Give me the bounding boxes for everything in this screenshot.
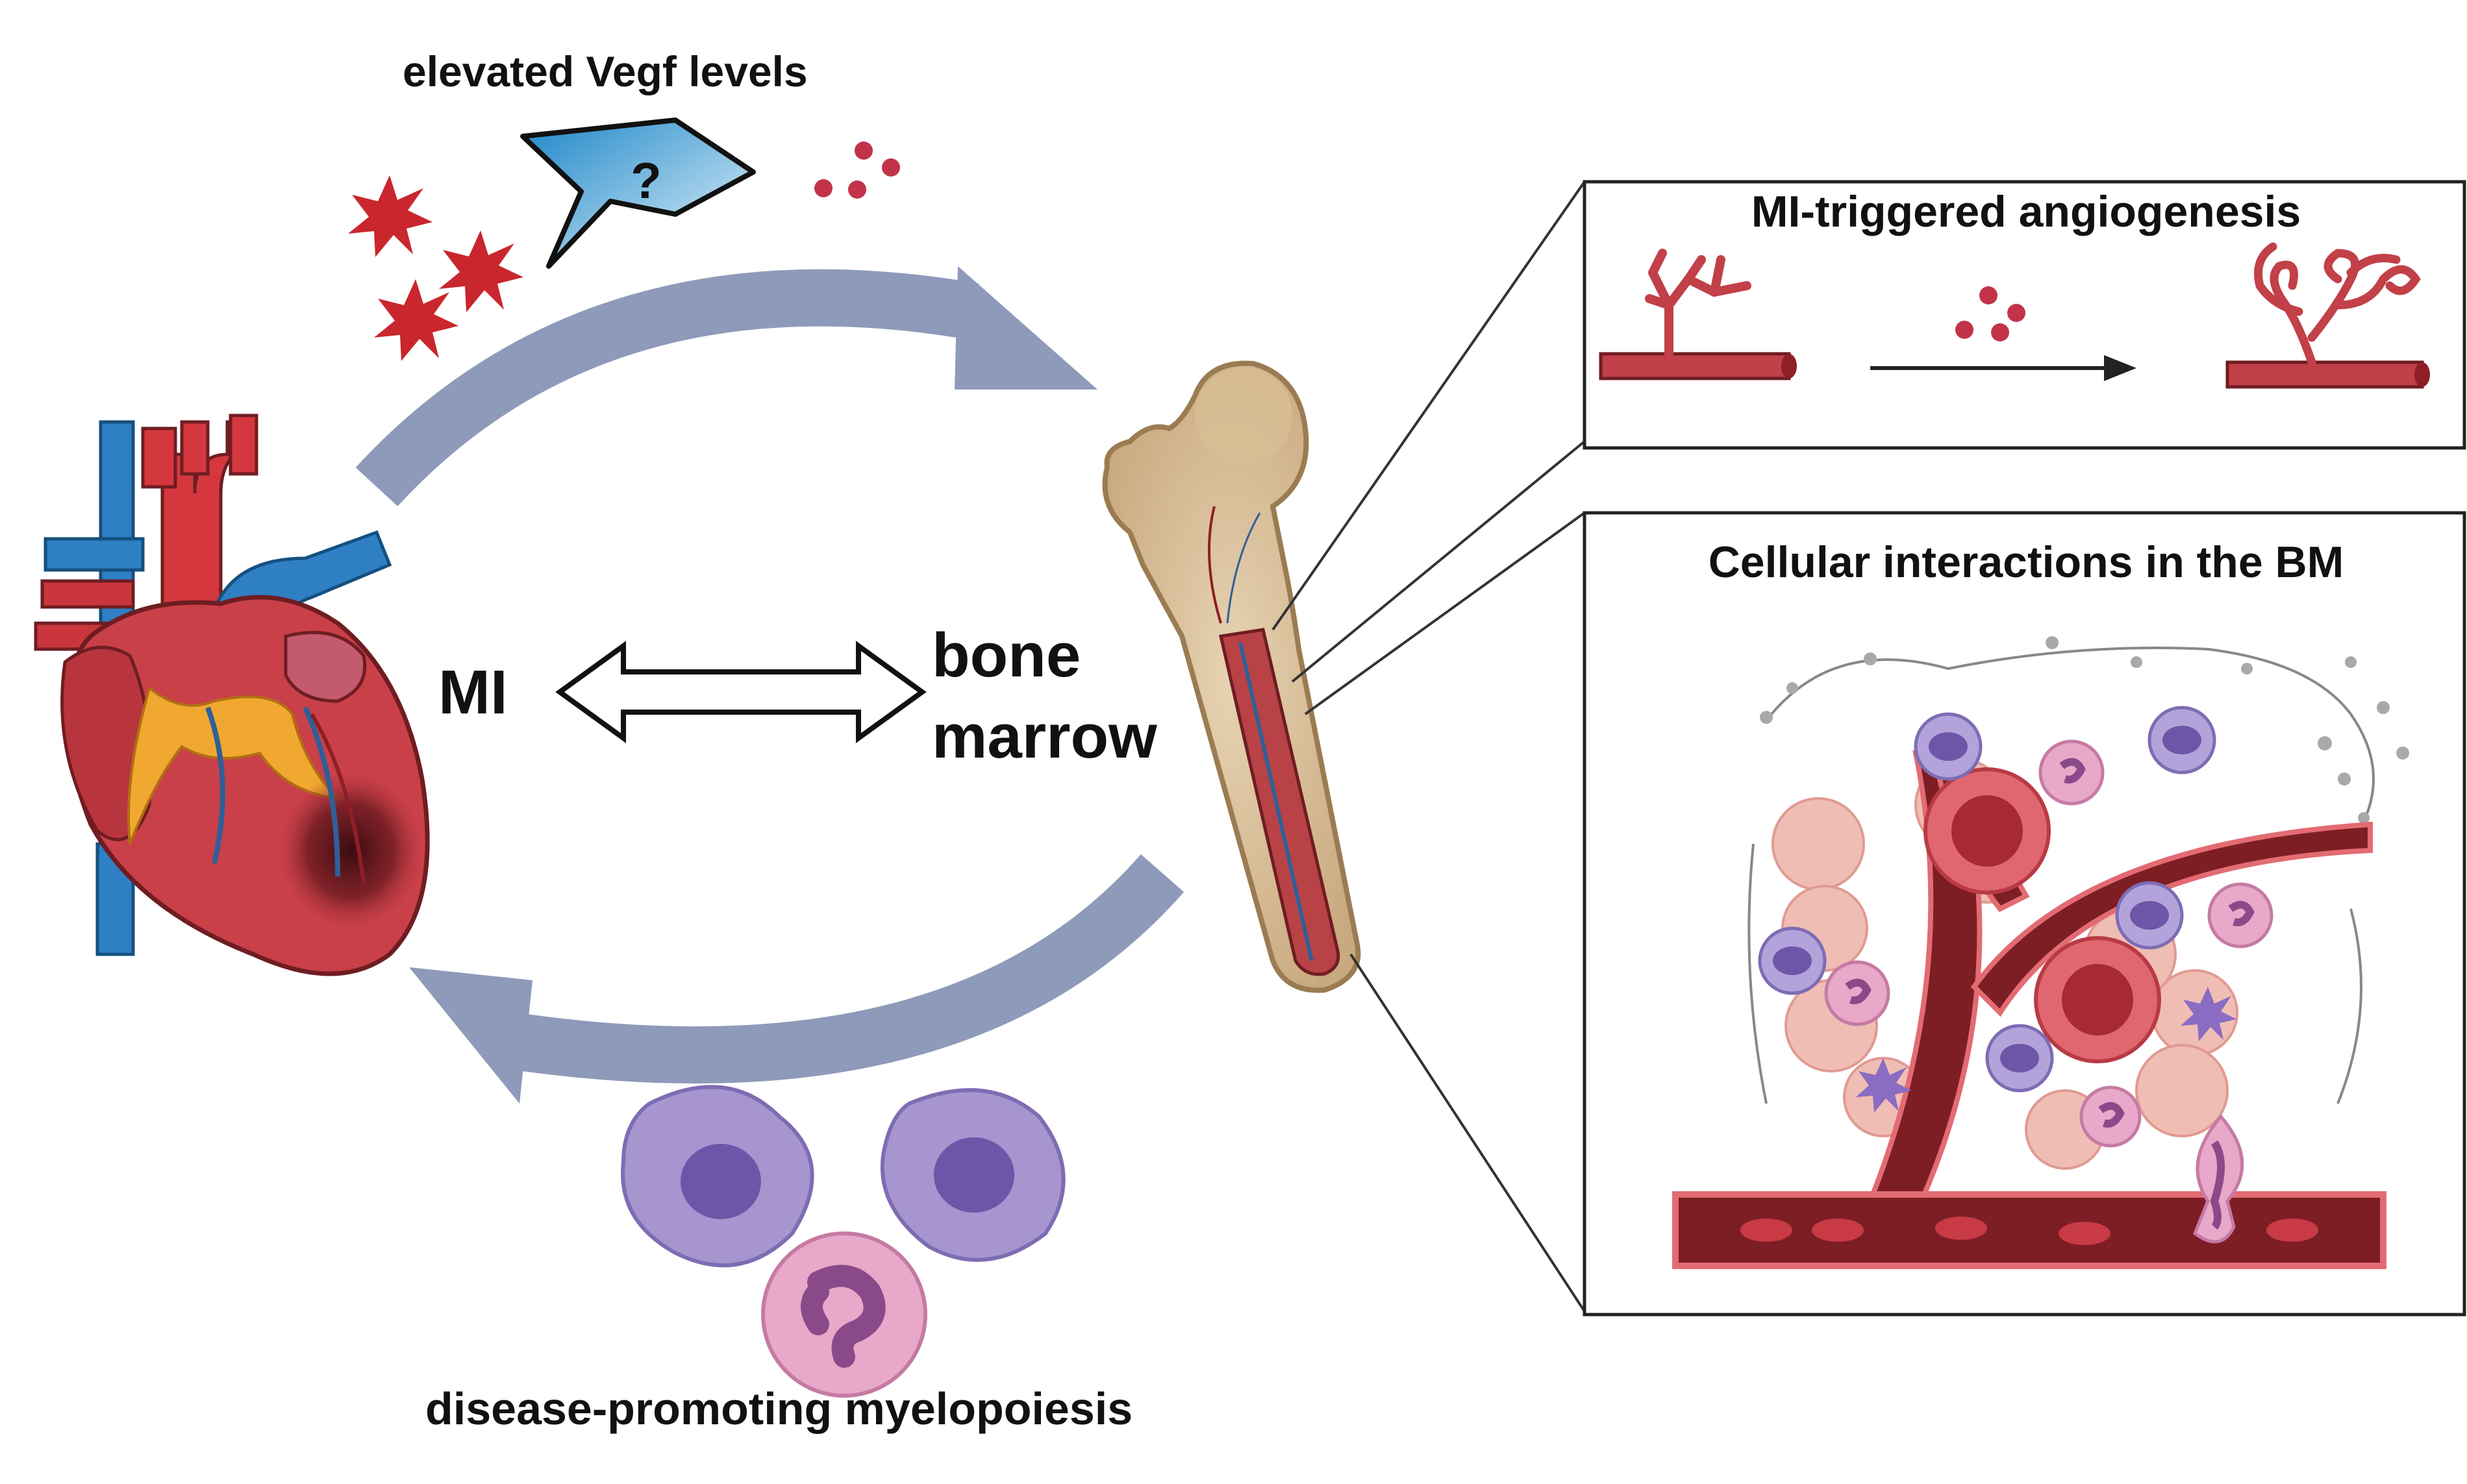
vegf-particle-icon [814,142,900,199]
myeloid-cell-icon [621,1085,1066,1268]
myelopoiesis-label: disease-promoting myelopoiesis [425,1383,1133,1434]
bone-marrow-label-line1: bone [932,621,1081,690]
vegf-label: elevated Vegf levels [403,47,808,95]
platelet-icon [348,175,523,361]
neutrophil-icon [1824,739,2273,1244]
arrow-bottom [409,854,1184,1104]
angiogenesis-title: MI-triggered angiogenesis [1751,187,2301,236]
mi-label: MI [438,658,508,727]
receptor-icon [520,117,756,269]
femur-icon [1102,360,1361,993]
vessel-icon [1599,242,2430,389]
matrix-dots [1760,636,2409,824]
zoom-connectors [1271,180,1586,1313]
megakaryocyte-icon [1923,767,2161,1063]
bone-marrow-label-line2: marrow [932,702,1157,771]
neutrophil-icon [761,1231,927,1398]
cellular-title: Cellular interactions in the BM [1708,538,2344,587]
question-mark: ? [631,152,662,209]
vegf-particle-icon [1955,286,2025,341]
dendritic-cell-icon [1856,987,2236,1113]
arrow-top [355,266,1097,506]
heart-icon [34,414,430,976]
cellular-panel [1583,511,2466,1317]
double-arrow-icon [555,641,927,743]
myeloid-cell-icon [1758,706,2216,1093]
